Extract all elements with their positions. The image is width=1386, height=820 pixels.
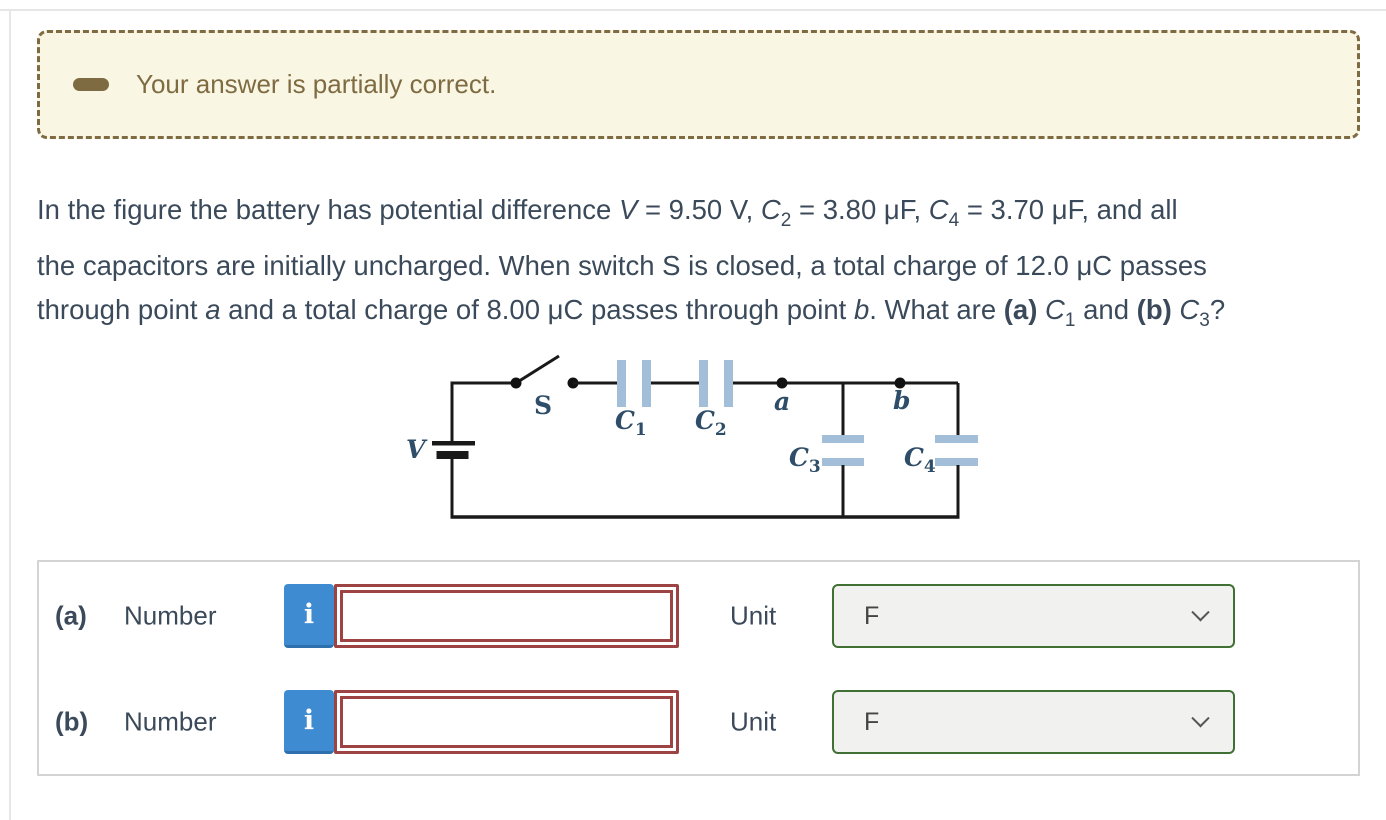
answer-panel: (a) Number i Unit F (b) Number i Unit F [37, 560, 1360, 776]
problem-text: In the figure the battery has potential … [37, 188, 1367, 344]
answer-row-b: (b) Number i Unit F [39, 690, 1358, 754]
problem-line-3: through point a and a total charge of 8.… [37, 294, 1226, 331]
answer-row-a: (a) Number i Unit F [39, 584, 1358, 648]
capacitor-c1-label: C1 [615, 406, 647, 440]
point-b-label: b [893, 386, 910, 415]
feedback-message: Your answer is partially correct. [136, 69, 497, 99]
answer-b-input[interactable] [334, 690, 679, 754]
capacitor-c4-plate-bottom [935, 458, 978, 466]
point-b-node [894, 377, 906, 389]
battery-plate-long [432, 441, 475, 446]
unit-a-selected-value: F [864, 601, 880, 630]
unit-label: Unit [730, 706, 777, 737]
unit-label: Unit [730, 600, 777, 631]
chevron-down-icon [1191, 602, 1210, 621]
problem-line-2: the capacitors are initially uncharged. … [37, 249, 1207, 281]
number-label: Number [124, 600, 217, 631]
capacitor-c3-label: C3 [789, 443, 821, 477]
info-button[interactable]: i [284, 584, 334, 648]
capacitor-c2-plate-left [699, 360, 708, 407]
point-a-label: a [774, 387, 790, 416]
capacitor-c1-plate-right [642, 360, 651, 407]
battery-label: V [406, 435, 428, 464]
unit-a-select[interactable]: F [832, 584, 1235, 648]
circuit-figure: V S C1 C2 a b C3 C4 [406, 354, 978, 519]
wire-left-top [450, 381, 516, 441]
left-divider [9, 10, 11, 820]
capacitor-c2-plate-right [724, 360, 733, 407]
switch-label: S [534, 391, 552, 420]
capacitor-c2-label: C2 [695, 406, 727, 440]
chevron-down-icon [1191, 708, 1210, 727]
part-b-label: (b) [55, 706, 89, 737]
partial-correct-dash-icon [73, 78, 109, 91]
unit-b-select[interactable]: F [832, 690, 1235, 754]
switch-node [510, 377, 522, 389]
capacitor-c1-plate-left [617, 360, 626, 407]
problem-line-1: In the figure the battery has potential … [37, 194, 1178, 231]
info-button[interactable]: i [284, 690, 334, 754]
point-a-node [776, 377, 788, 389]
feedback-banner: Your answer is partially correct. [37, 30, 1360, 139]
capacitor-c3-plate-top [822, 435, 864, 443]
number-label: Number [124, 706, 217, 737]
battery-plate-short [436, 451, 469, 459]
top-divider [0, 9, 1386, 11]
part-a-label: (a) [55, 600, 87, 631]
capacitor-c4-label: C4 [904, 443, 936, 477]
capacitor-c4-plate-top [935, 435, 978, 443]
capacitor-c3-plate-bottom [822, 458, 864, 466]
switch-lever [515, 354, 560, 385]
unit-b-selected-value: F [864, 707, 880, 736]
answer-a-input[interactable] [334, 584, 679, 648]
